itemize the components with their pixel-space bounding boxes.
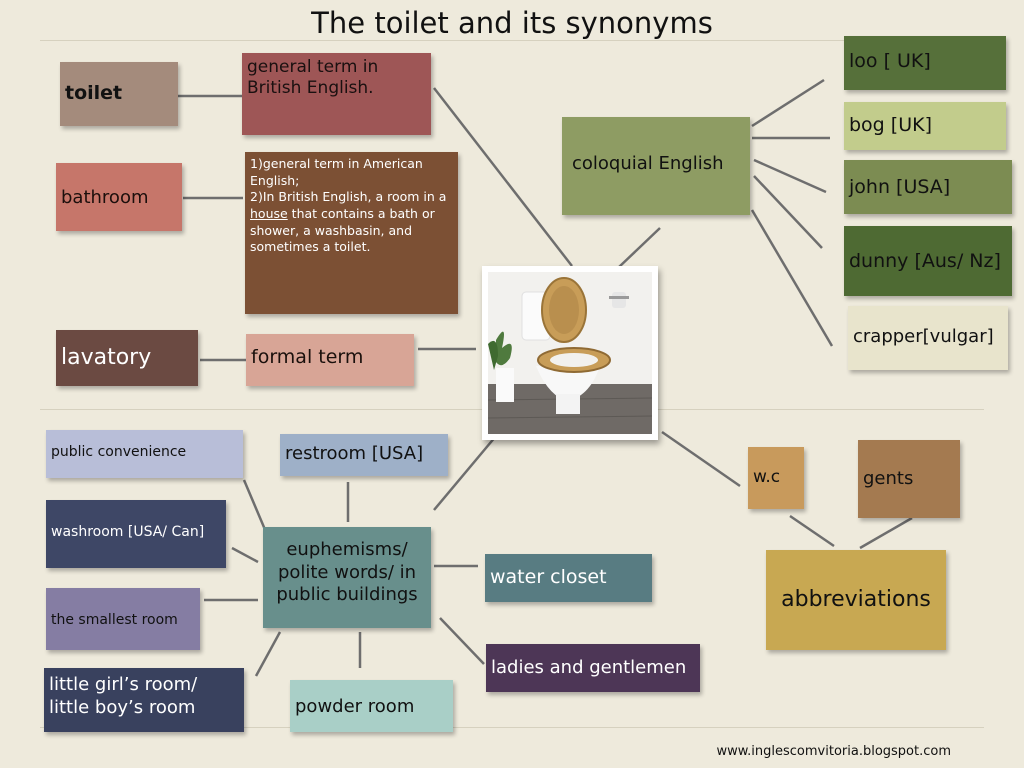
euphemisms-label: euphemisms/ polite words/ in public buil… bbox=[276, 539, 418, 605]
smallest-room-label: the smallest room bbox=[51, 612, 178, 628]
crapper-label: crapper[vulgar] bbox=[853, 326, 994, 347]
restroom-label: restroom [USA] bbox=[285, 443, 424, 464]
john-box: john [USA] bbox=[844, 160, 1012, 214]
abbreviations-box: abbreviations bbox=[766, 550, 946, 650]
water-closet-box: water closet bbox=[485, 554, 652, 602]
connector-wc-abbreviations bbox=[789, 514, 835, 548]
toilet-box: toilet bbox=[60, 62, 178, 126]
bathroom-box: bathroom bbox=[56, 163, 182, 231]
lavatory-description-box: formal term bbox=[246, 334, 414, 386]
toilet-photo-icon bbox=[488, 272, 652, 434]
gents-label: gents bbox=[863, 468, 914, 489]
colloquial-english-label: coloquial English bbox=[572, 153, 724, 174]
abbreviations-label: abbreviations bbox=[781, 587, 931, 612]
girls-boys-room-label: little girl’s room/ little boy’s room bbox=[49, 674, 198, 718]
connector-colloquial-loo bbox=[751, 78, 825, 128]
connector-washroom bbox=[231, 546, 259, 564]
connector-gents-abbreviations bbox=[859, 516, 913, 550]
public-convenience-label: public convenience bbox=[51, 444, 187, 460]
euphemisms-box: euphemisms/ polite words/ in public buil… bbox=[263, 527, 431, 628]
connector-colloquial-john bbox=[753, 158, 827, 194]
washroom-label: washroom [USA/ Can] bbox=[51, 524, 205, 540]
connector-colloquial-photo bbox=[617, 227, 661, 269]
ladies-gentlemen-label: ladies and gentlemen bbox=[491, 657, 687, 678]
lavatory-box: lavatory bbox=[56, 330, 198, 386]
wc-box: w.c bbox=[748, 447, 804, 509]
colloquial-english-box: coloquial English bbox=[562, 117, 750, 215]
bathroom-description-line2: 2)In British English, a room in a house … bbox=[250, 189, 447, 255]
lavatory-label: lavatory bbox=[61, 345, 152, 370]
smallest-room-box: the smallest room bbox=[46, 588, 200, 650]
footer-url: www.inglescomvitoria.blogspot.com bbox=[716, 744, 951, 759]
public-convenience-box: public convenience bbox=[46, 430, 243, 478]
dunny-box: dunny [Aus/ Nz] bbox=[844, 226, 1012, 296]
lavatory-description: formal term bbox=[251, 346, 364, 368]
crapper-box: crapper[vulgar] bbox=[848, 306, 1008, 370]
restroom-box: restroom [USA] bbox=[280, 434, 448, 476]
connector-general-photo bbox=[433, 87, 573, 267]
toilet-description-box: general term in British English. bbox=[242, 53, 431, 135]
bottom-divider bbox=[40, 727, 984, 728]
loo-box: loo [ UK] bbox=[844, 36, 1006, 90]
loo-label: loo [ UK] bbox=[849, 50, 931, 72]
connector-public-convenience bbox=[242, 479, 268, 533]
ladies-gentlemen-box: ladies and gentlemen bbox=[486, 644, 700, 692]
powder-room-box: powder room bbox=[290, 680, 453, 732]
bathroom-label: bathroom bbox=[61, 187, 149, 208]
bog-box: bog [UK] bbox=[844, 102, 1006, 150]
wc-label: w.c bbox=[753, 467, 781, 487]
connector-girls-boys-room bbox=[254, 631, 282, 677]
dunny-label: dunny [Aus/ Nz] bbox=[849, 250, 1001, 272]
house-link[interactable]: house bbox=[250, 205, 288, 221]
toilet-label: toilet bbox=[65, 82, 123, 105]
connector-photo-wc bbox=[661, 430, 741, 488]
bathroom-description-line1: 1)general term in American English; bbox=[250, 156, 423, 188]
connector-ladies-gentlemen bbox=[439, 617, 485, 665]
gents-box: gents bbox=[858, 440, 960, 518]
top-divider bbox=[40, 40, 984, 41]
page-title: The toilet and its synonyms bbox=[311, 6, 713, 40]
toilet-photo bbox=[482, 266, 658, 440]
washroom-box: washroom [USA/ Can] bbox=[46, 500, 226, 568]
girls-boys-room-box: little girl’s room/ little boy’s room bbox=[44, 668, 244, 732]
powder-room-label: powder room bbox=[295, 696, 415, 717]
connector-photo-euphemisms bbox=[433, 435, 497, 511]
connector-colloquial-crapper bbox=[750, 209, 834, 347]
bathroom-description-box: 1)general term in American English; 2)In… bbox=[245, 152, 458, 314]
toilet-description: general term in British English. bbox=[247, 57, 379, 99]
bog-label: bog [UK] bbox=[849, 114, 932, 136]
connector-colloquial-dunny bbox=[753, 175, 823, 249]
water-closet-label: water closet bbox=[490, 566, 607, 588]
john-label: john [USA] bbox=[849, 176, 951, 198]
